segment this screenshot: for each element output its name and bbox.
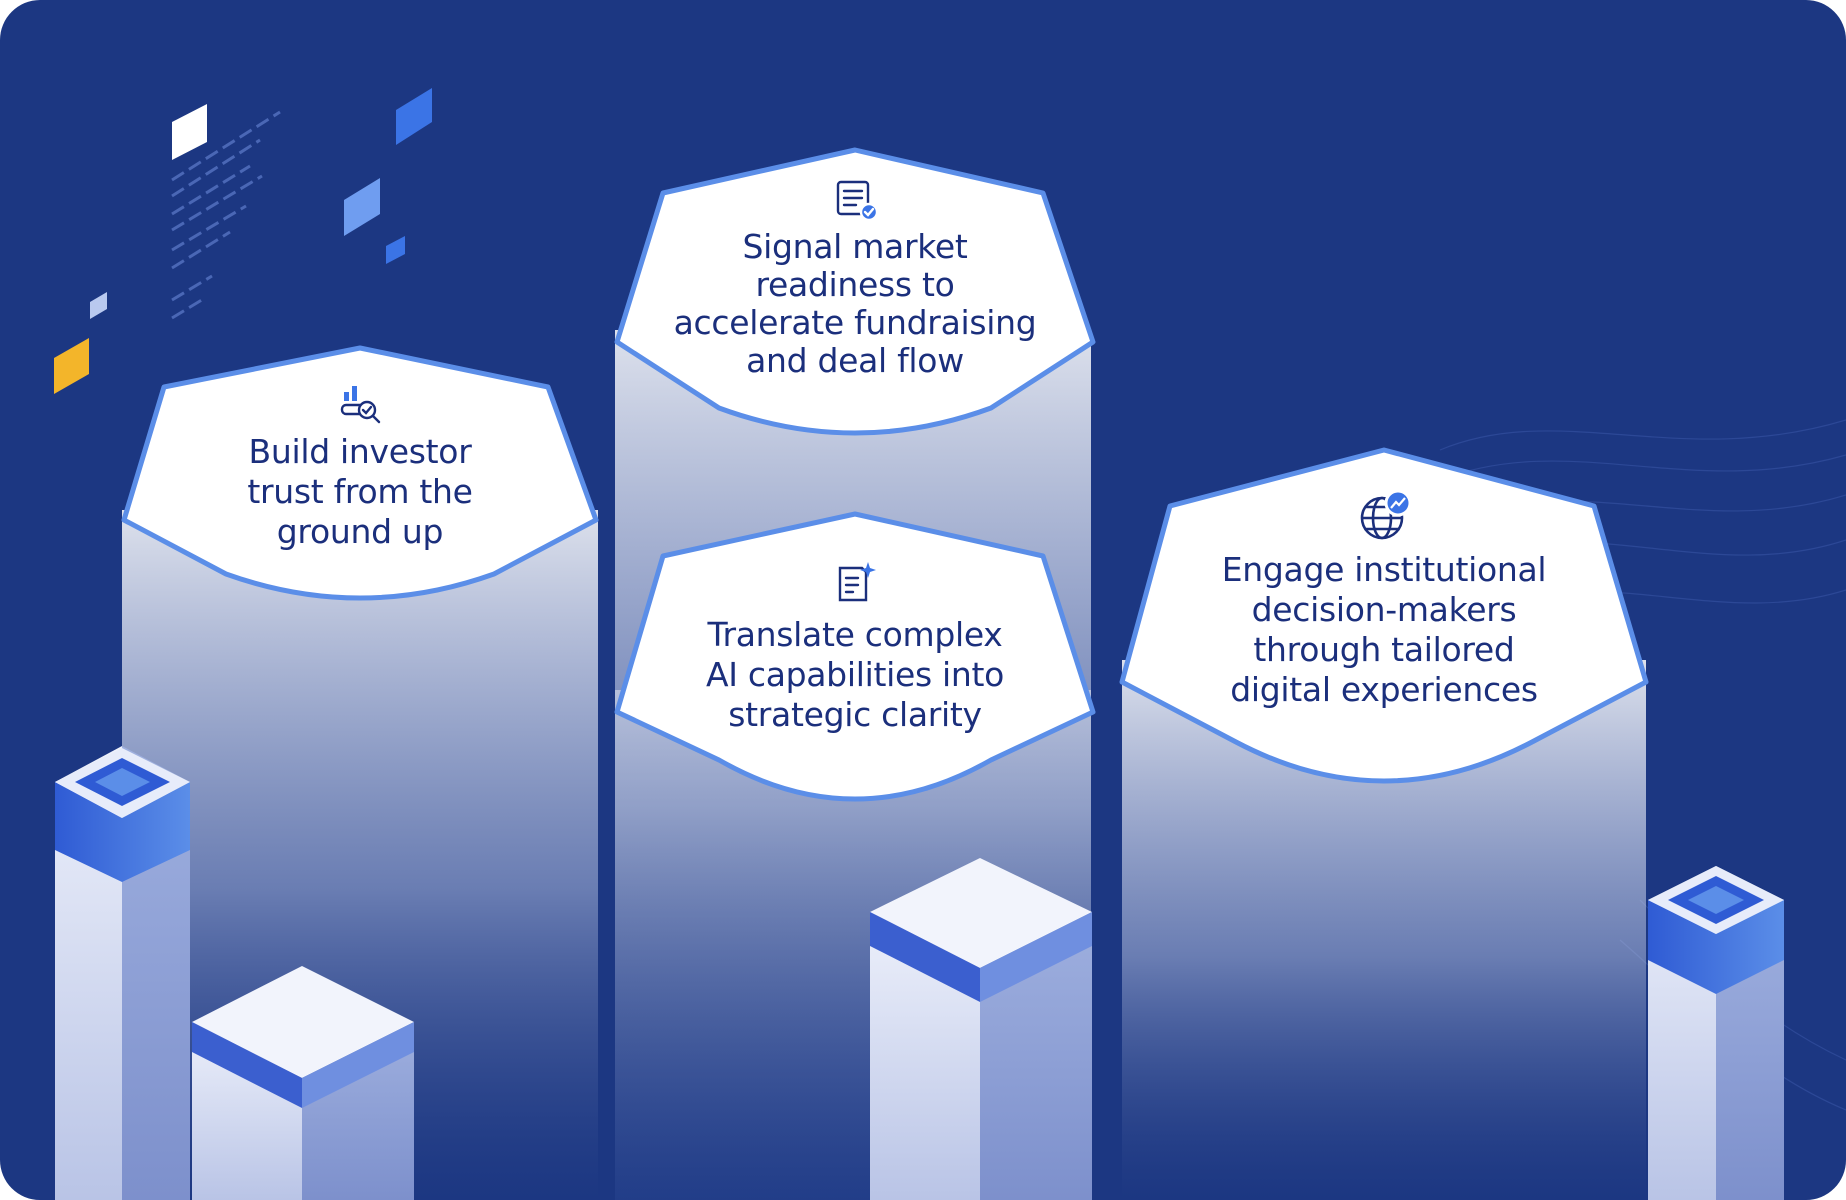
card-4-line-4: digital experiences [1230, 670, 1538, 709]
card-shape-2 [614, 147, 1096, 436]
card-shape-4 [1119, 447, 1649, 784]
hex-cards [121, 147, 1649, 802]
card-shape-1 [121, 345, 599, 601]
card-3-line-3: strategic clarity [728, 695, 982, 734]
card-2-line-3: accelerate fundraising [673, 303, 1037, 342]
card-4-line-2: decision-makers [1251, 590, 1517, 629]
card-3-line-1: Translate complex [707, 615, 1003, 654]
card-3-line-2: AI capabilities into [705, 655, 1005, 694]
dash-lines [171, 110, 281, 320]
investor-analytics-icon [340, 386, 381, 424]
iso-box-left [55, 746, 190, 1200]
card-2-text: Signal market readiness to accelerate fu… [655, 228, 1055, 380]
card-1-text: Build investor trust from the ground up [160, 432, 560, 552]
card-1-line-1: Build investor [248, 432, 472, 471]
card-2-line-1: Signal market [742, 227, 968, 266]
card-1-line-3: ground up [276, 512, 444, 551]
card-shape-3 [614, 511, 1096, 802]
ai-document-sparkle-icon [838, 562, 876, 602]
card-4-line-3: through tailored [1253, 630, 1515, 669]
floating-squares [54, 88, 432, 394]
iso-box-right [1648, 866, 1784, 1200]
card-3-text: Translate complex AI capabilities into s… [655, 615, 1055, 735]
card-4-line-1: Engage institutional [1221, 550, 1547, 589]
globe-growth-icon [1360, 489, 1412, 540]
card-2-line-4: and deal flow [746, 341, 964, 380]
verified-document-icon [836, 180, 879, 222]
iso-box-middle [870, 858, 1092, 1200]
iso-box-lower-left [192, 966, 414, 1200]
card-1-line-2: trust from the [247, 472, 473, 511]
card-2-line-2: readiness to [755, 265, 955, 304]
card-4-text: Engage institutional decision-makers thr… [1164, 550, 1604, 710]
